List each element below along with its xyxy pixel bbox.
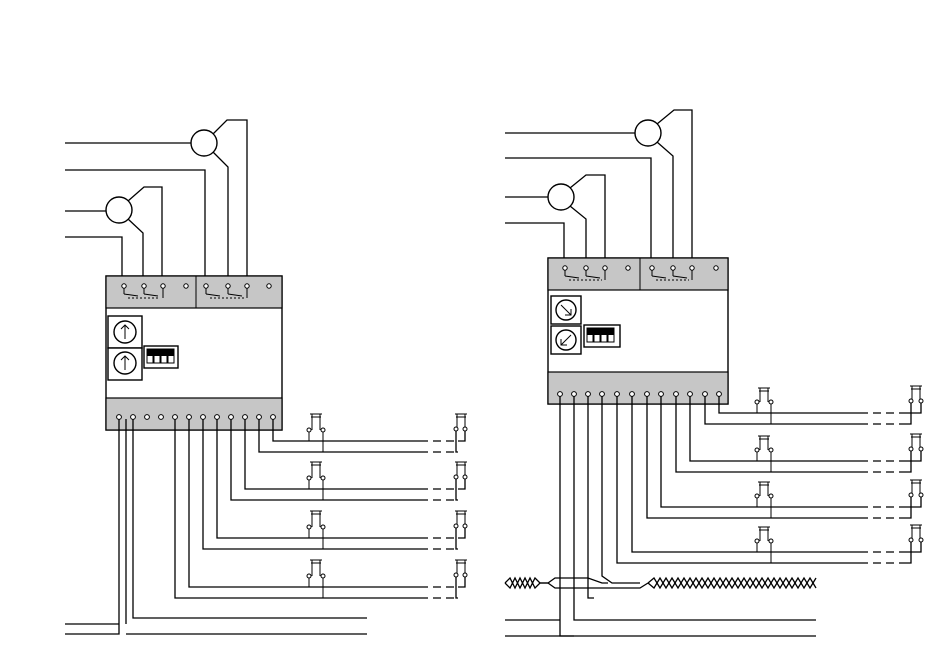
arrow-up-icon[interactable] bbox=[108, 348, 142, 380]
right-relay-terminal-band bbox=[548, 258, 728, 290]
arrow-down-right-icon[interactable] bbox=[551, 296, 581, 324]
left-relay-terminal-band bbox=[106, 276, 282, 308]
arrow-down-left-icon[interactable] bbox=[551, 326, 581, 354]
right-control-module bbox=[548, 258, 728, 404]
right-motor-feed-wires bbox=[505, 133, 651, 262]
right-motor-2 bbox=[548, 175, 605, 262]
left-dial-1[interactable] bbox=[108, 316, 142, 348]
right-dip-switch[interactable] bbox=[584, 325, 620, 347]
left-wiring-diagram bbox=[65, 120, 467, 634]
right-wiring-diagram bbox=[505, 110, 923, 636]
left-motor-1 bbox=[191, 120, 247, 278]
right-motor-1 bbox=[635, 110, 692, 262]
right-input-terminal-band bbox=[548, 372, 728, 404]
left-dip-switch[interactable] bbox=[144, 346, 178, 368]
left-motor-2 bbox=[106, 187, 162, 278]
right-pushbutton-wires bbox=[617, 396, 921, 563]
left-motor-feed-wires bbox=[65, 143, 205, 278]
right-pushbuttons-near bbox=[755, 388, 773, 563]
left-control-module bbox=[106, 276, 282, 430]
